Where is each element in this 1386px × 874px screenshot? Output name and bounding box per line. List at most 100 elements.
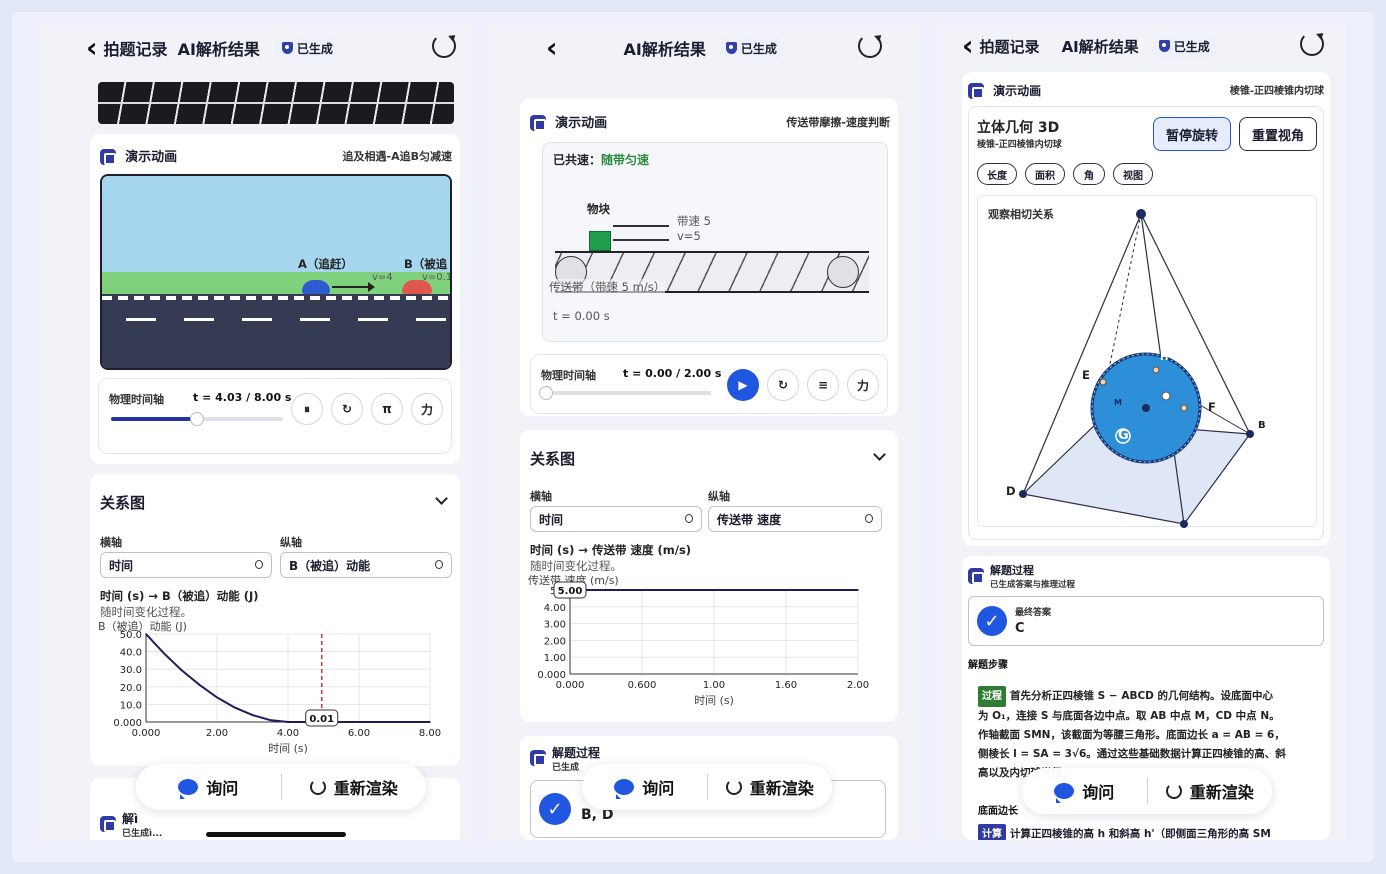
rerender-button[interactable]: 重新渲染 — [282, 775, 427, 799]
geometry-panel: 立体几何 3D 棱锥-正四棱锥内切球 暂停旋转 重置视角 长度 面积 角 视图 … — [968, 106, 1324, 540]
y-tick-label: 50.0 — [120, 630, 142, 641]
force-button[interactable]: 力 — [847, 369, 879, 401]
car-b-velocity: v=0.1 — [422, 272, 452, 283]
page-title: AI解析结果 — [1061, 37, 1139, 56]
back-label[interactable]: 拍题记录 — [979, 37, 1040, 56]
step-line: 侧棱长 l = SA = 3√6。通过这些基础数据计算正四棱锥的高、斜 — [978, 748, 1286, 760]
chip-angle[interactable]: 角 — [1073, 163, 1105, 185]
step-1: 过程首先分析正四棱锥 S − ABCD 的几何结构。设底面中心 为 O₁，连接 … — [978, 686, 1324, 783]
solution-icon — [100, 816, 116, 832]
rerender-icon — [725, 779, 742, 795]
demo-header: 演示动画 — [530, 112, 607, 131]
rerender-button[interactable]: 重新渲染 — [708, 775, 833, 799]
rerender-button[interactable]: 重新渲染 — [1148, 779, 1273, 803]
status-badge: 已生成 — [273, 36, 341, 60]
back-label[interactable]: 拍题记录 — [103, 40, 168, 59]
data-point — [358, 721, 360, 723]
data-point — [145, 633, 147, 635]
ask-label: 询问 — [642, 779, 675, 798]
chip-area[interactable]: 面积 — [1025, 163, 1065, 185]
refresh-icon[interactable] — [858, 34, 882, 58]
label-f: F — [1208, 400, 1216, 414]
x-axis-select-value: 时间 — [539, 513, 564, 527]
3d-viewport[interactable]: 观察相切关系 — [977, 195, 1317, 528]
force-button[interactable]: 力 — [411, 393, 443, 425]
refresh-icon[interactable] — [1300, 32, 1324, 56]
x-tick-label: 8.00 — [419, 728, 441, 739]
block-label: 物块 — [587, 202, 610, 216]
timeline-slider[interactable] — [539, 386, 711, 400]
graph-caption: 时间 (s) → 传送带 速度 (m/s) — [530, 543, 692, 557]
demo-header: 演示动画 — [968, 80, 1041, 99]
relation-card: 关系图 横轴 纵轴 时间 B（被追）动能 时间 (s) → B（被追）动能 (J… — [90, 474, 460, 766]
ask-label: 询问 — [1082, 783, 1115, 802]
pause-button[interactable]: ⏸ — [291, 393, 323, 425]
geo-subtitle: 棱锥-正四棱锥内切球 — [977, 140, 1062, 150]
replay-button[interactable]: ↻ — [331, 393, 363, 425]
data-point — [393, 721, 396, 723]
velocity-arrow — [332, 286, 370, 288]
car-a — [302, 280, 330, 294]
velocity-label: v=5 — [677, 229, 701, 243]
view-label: 观察相切关系 — [988, 208, 1054, 221]
pi-button[interactable]: π — [371, 393, 403, 425]
back-chevron-icon[interactable]: ‹ — [546, 31, 558, 64]
replay-button[interactable]: ↻ — [767, 369, 799, 401]
play-button[interactable]: ▶ — [727, 369, 759, 401]
collapse-chevron-icon[interactable] — [435, 492, 448, 505]
y-axis-select-value: 传送带 速度 — [717, 513, 782, 527]
y-tick-label: 0.000 — [537, 670, 566, 681]
data-point — [287, 721, 289, 723]
solution-sub: 已生成答案与推理过程 — [990, 580, 1076, 590]
belt-wheel-right — [827, 256, 859, 288]
demo-card: 演示动画 追及相遇-A追B匀减速 A（追赶） B（被追 v=4 v=0.1 物理… — [90, 134, 460, 464]
rerender-label: 重新渲染 — [749, 779, 814, 798]
home-indicator — [206, 832, 346, 837]
conveyor-scene: 已共速：随带匀速 物块 带速 5 v=5 传送带（带速 5 m/s） t = 0… — [542, 142, 888, 342]
label-g: G — [1118, 428, 1129, 443]
x-axis-select[interactable]: 时间 — [100, 552, 272, 578]
timeline-card: 物理时间轴 t = 4.03 / 8.00 s ⏸ ↻ π 力 — [98, 378, 452, 454]
pause-rotation-button[interactable]: 暂停旋转 — [1153, 117, 1231, 151]
timeline-thumb[interactable] — [539, 386, 553, 400]
floating-action-bar: 询问 重新渲染 — [1022, 768, 1272, 814]
phone-panel-geometry: ‹ 拍题记录 AI解析结果 已生成 演示动画 棱锥-正四棱锥内切球 立体几何 3… — [940, 22, 1346, 840]
ask-button[interactable]: 询问 — [1022, 779, 1147, 803]
y-tick-label: 0.000 — [113, 718, 142, 729]
ask-button[interactable]: 询问 — [582, 775, 707, 799]
y-axis-select[interactable]: 传送带 速度 — [708, 506, 882, 532]
refresh-icon[interactable] — [432, 34, 456, 58]
chip-length[interactable]: 长度 — [977, 163, 1017, 185]
x-axis-select[interactable]: 时间 — [530, 506, 702, 532]
final-answer-label: 最终答案 — [1015, 608, 1052, 618]
reset-view-button[interactable]: 重置视角 — [1239, 117, 1317, 151]
belt-label: 传送带（带速 5 m/s） — [549, 279, 666, 295]
y-axis-select[interactable]: B（被追）动能 — [280, 552, 452, 578]
answer-value: B, D — [581, 807, 614, 823]
solution-icon — [968, 568, 984, 584]
shield-icon — [1158, 40, 1170, 52]
ask-label: 询问 — [206, 779, 239, 798]
rerender-label: 重新渲染 — [1189, 783, 1254, 802]
shield-icon — [281, 42, 293, 54]
edge-sd — [1022, 213, 1142, 495]
sync-status-value: 随带匀速 — [601, 153, 650, 167]
step-2: 计算计算正四棱锥的高 h 和斜高 h'（即侧面三角形的高 SM — [978, 824, 1324, 840]
back-chevron-icon[interactable]: ‹ — [86, 31, 98, 64]
collapse-chevron-icon[interactable] — [873, 448, 886, 461]
ask-button[interactable]: 询问 — [136, 775, 281, 799]
x-axis-select-label: 横轴 — [530, 490, 552, 503]
demo-title: 演示动画 — [125, 150, 178, 165]
timeline-thumb[interactable] — [190, 412, 204, 426]
phone-panel-pursuit: ‹ 拍题记录 AI解析结果 已生成 演示动画 追及相遇-A追B匀减速 A（追赶）… — [40, 22, 470, 840]
y-axis-title: 传送带 速度 (m/s) — [528, 574, 619, 587]
data-point — [641, 589, 643, 591]
timeline-label: 物理时间轴 — [541, 369, 596, 382]
rerender-icon — [309, 779, 326, 795]
back-chevron-icon[interactable]: ‹ — [962, 29, 974, 62]
chip-view[interactable]: 视图 — [1113, 163, 1153, 185]
menu-button[interactable]: ≡ — [807, 369, 839, 401]
chat-bubble-icon — [614, 779, 635, 799]
timeline-slider[interactable] — [111, 412, 283, 426]
point-c — [1180, 520, 1188, 528]
